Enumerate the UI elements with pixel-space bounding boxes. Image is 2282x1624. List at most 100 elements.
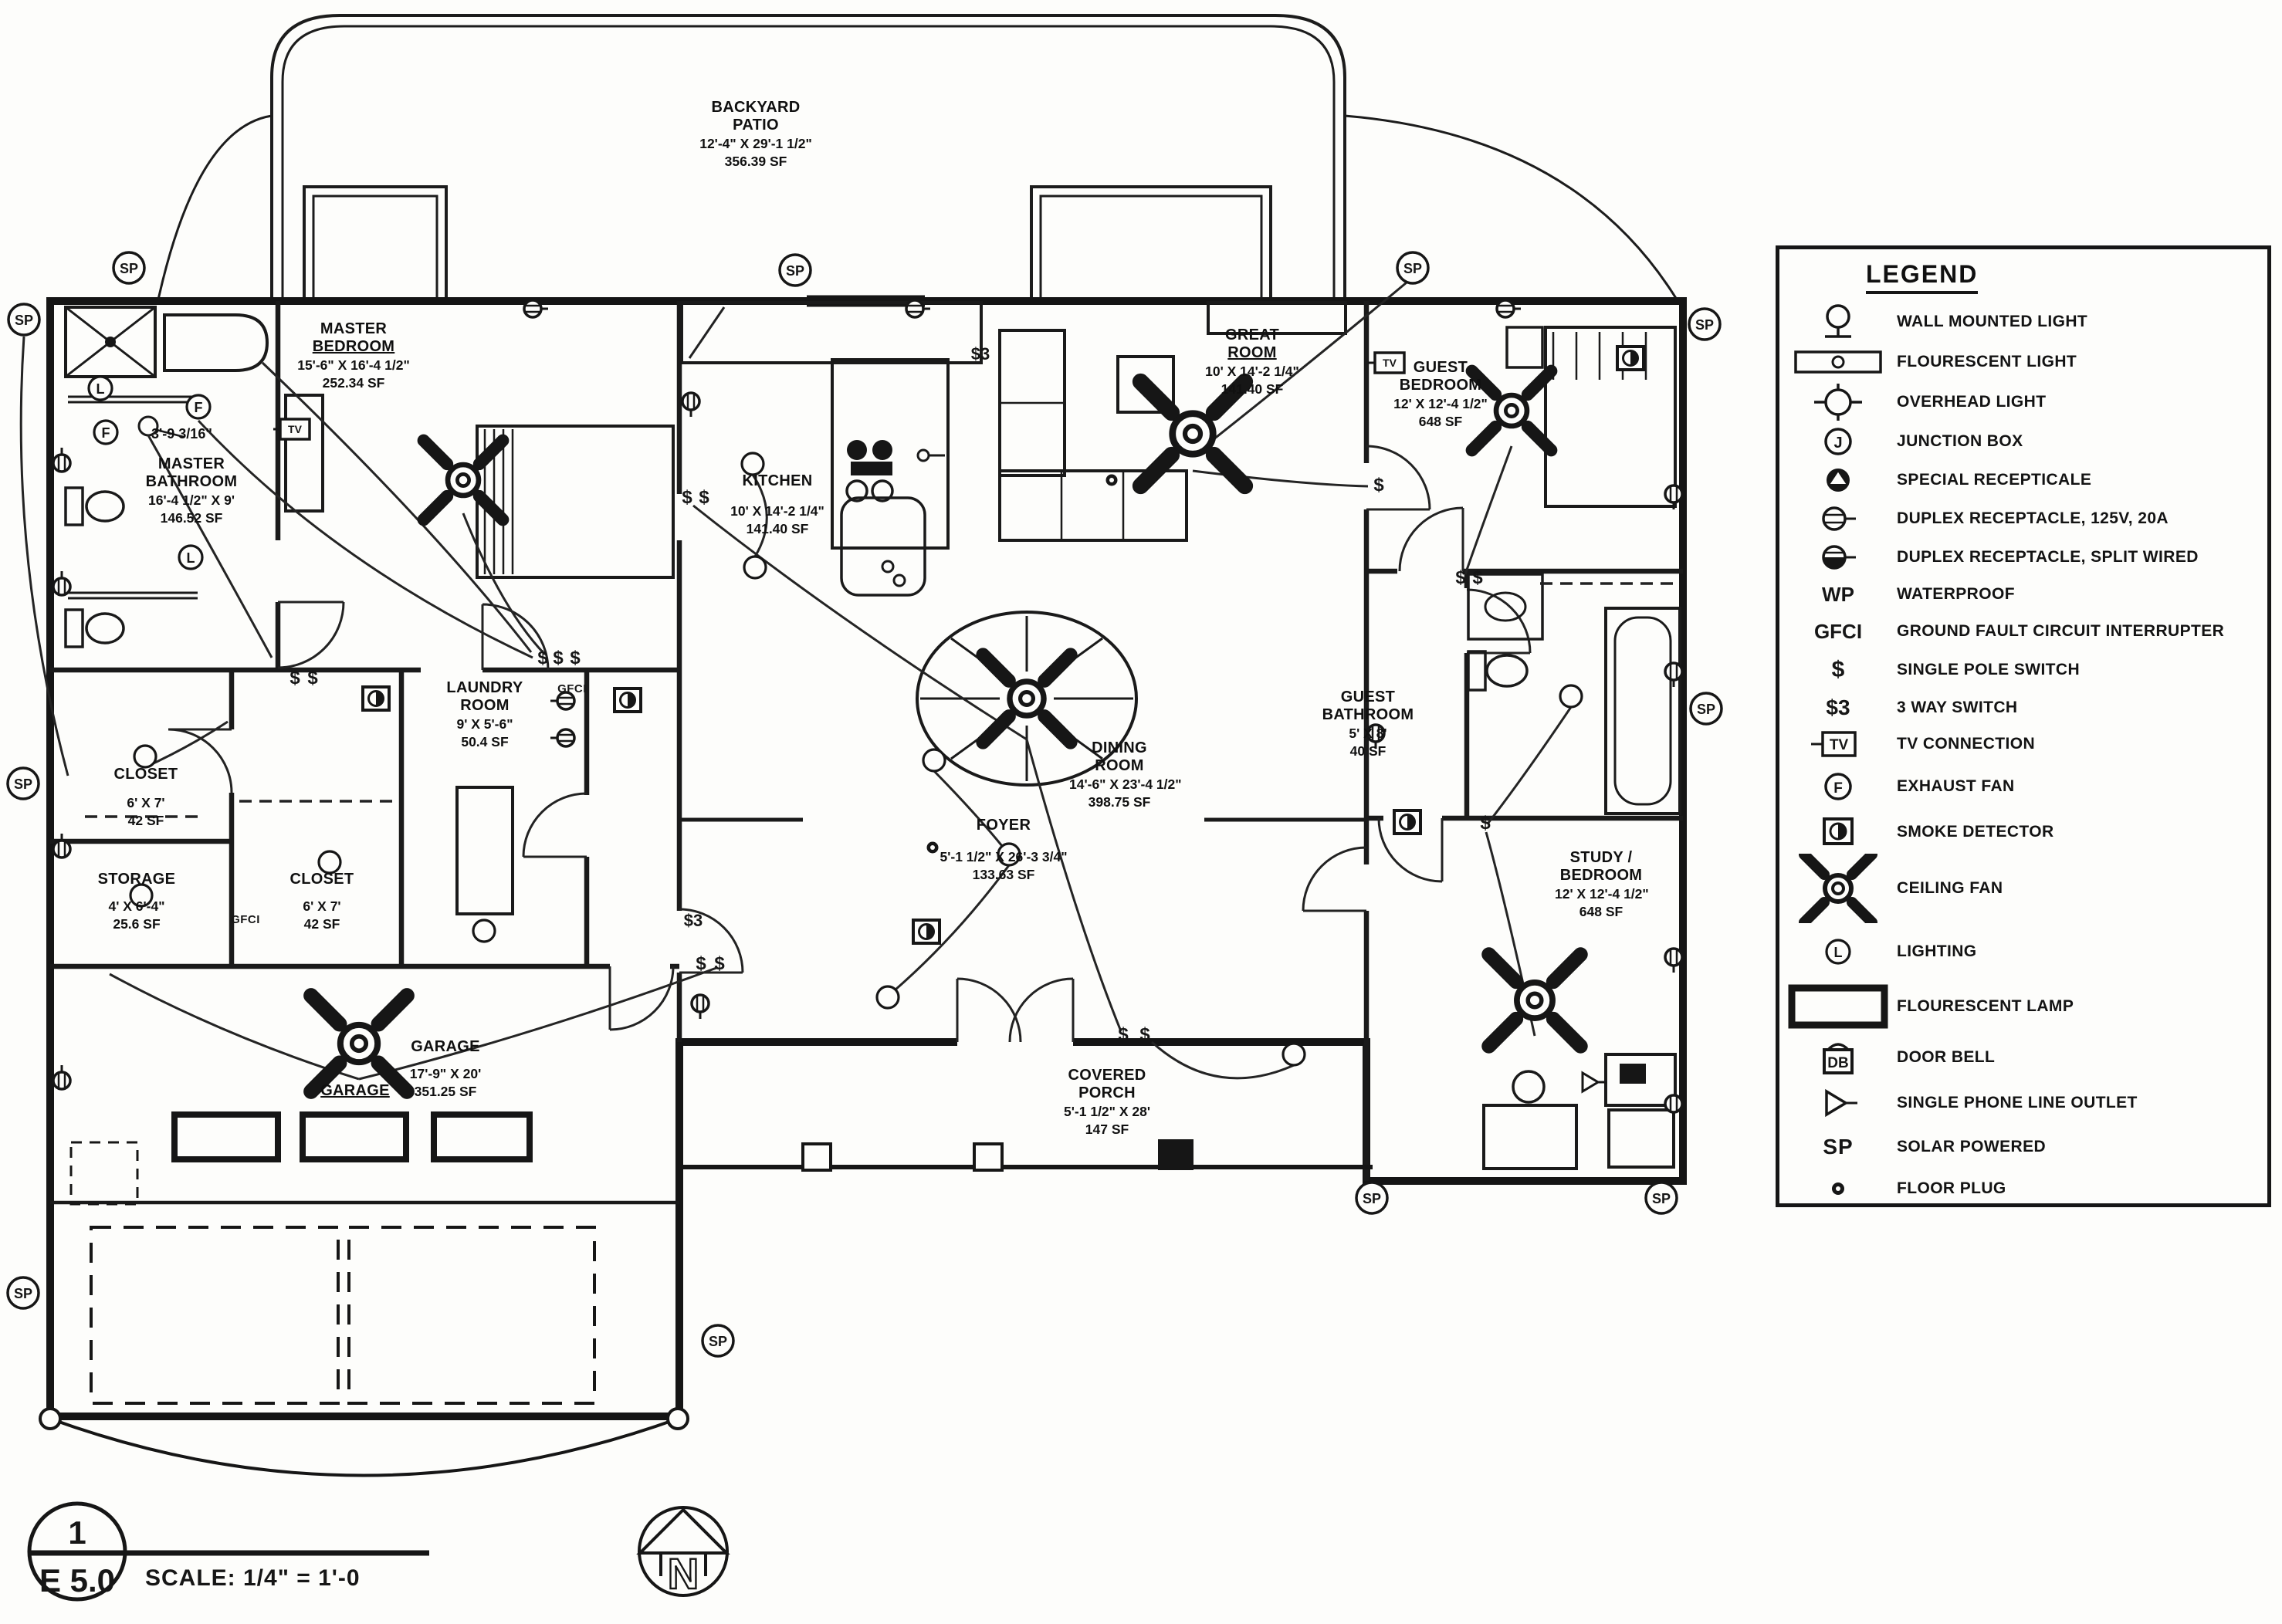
svg-text:F: F (195, 400, 203, 415)
sheet-title-block: 1 E 5.0 SCALE: 1/4" = 1'-0 (27, 1501, 429, 1602)
circuit-wiring (19, 281, 1573, 1081)
door-swings (168, 306, 1532, 1043)
legend-row: DB DOOR BELL (1779, 1034, 2267, 1081)
svg-text:$3: $3 (971, 344, 990, 364)
svg-text:$: $ (1373, 475, 1384, 496)
tv-connection-icon: TV (1779, 725, 1897, 763)
svg-text:$: $ (553, 648, 564, 668)
room-label-great-room: GREAT ROOM 10' X 14'-2 1/4" 141.40 SF (1205, 326, 1299, 397)
svg-text:SP: SP (1363, 1191, 1381, 1206)
north-letter: N (668, 1549, 699, 1598)
svg-text:$3: $3 (684, 911, 703, 930)
master-bath-dimension: 3'-9 3/16" (151, 426, 212, 442)
svg-text:$: $ (714, 953, 725, 974)
svg-text:$: $ (1480, 813, 1491, 834)
svg-text:GFCI: GFCI (231, 913, 260, 926)
switch-symbols: $ $ $ $ $ $ $ $ $ $ $ $ $ $ $ $3 $3 (289, 344, 1491, 1045)
ceiling-fan-icon (424, 441, 503, 520)
svg-text:SP: SP (1403, 261, 1422, 276)
legend-row: SPECIAL RECEPTICALE (1779, 461, 2267, 499)
legend-row: CEILING FAN (1779, 853, 2267, 924)
room-label-guest-bedroom: GUEST BEDROOM 12' X 12'-4 1/2" 648 SF (1393, 359, 1488, 429)
interior-walls (50, 301, 1683, 1205)
legend-row: SMOKE DETECTOR (1779, 811, 2267, 853)
lighting-icon: L (1779, 932, 1897, 971)
single-phone-line-outlet-icon (1779, 1084, 1897, 1122)
water-heater-pad (69, 1141, 139, 1206)
legend-row: DUPLEX RECEPTACLE, SPLIT WIRED (1779, 538, 2267, 577)
covered-porch-edge (679, 1139, 1373, 1172)
scale-label: SCALE: 1/4" = 1'-0 (145, 1565, 361, 1591)
parking-stall (90, 1226, 340, 1405)
room-label-closet-1: CLOSET 6' X 7' 42 SF (113, 766, 178, 828)
svg-text:$: $ (1139, 1024, 1150, 1045)
legend-row: $ SINGLE POLE SWITCH (1831, 657, 2081, 682)
detail-number: 1 (68, 1514, 86, 1551)
svg-text:F: F (1833, 780, 1843, 797)
sheet-number: E 5.0 (39, 1562, 115, 1599)
legend-row: FLOURESCENT LAMP (1779, 979, 2267, 1034)
svg-text:$: $ (307, 668, 318, 689)
legend-row: OVERHEAD LIGHT (1779, 382, 2267, 422)
svg-text:SP: SP (1695, 317, 1714, 333)
garage-driveway (39, 1111, 689, 1477)
svg-text:$: $ (1455, 567, 1466, 588)
gfci-labels: GFCI GFCI (231, 682, 586, 926)
svg-text:SP: SP (1697, 702, 1715, 717)
room-label-study-bedroom: STUDY / BEDROOM 12' X 12'-4 1/2" 648 SF (1555, 849, 1649, 919)
svg-text:$: $ (699, 487, 709, 508)
svg-text:L: L (96, 381, 105, 397)
legend-row: FLOOR PLUG (1779, 1169, 2267, 1208)
svg-text:L: L (187, 550, 195, 566)
gfci-text: GFCI (1813, 619, 1863, 643)
parking-stall (347, 1226, 596, 1405)
svg-text:$: $ (682, 487, 692, 508)
legend-row: L LIGHTING (1779, 924, 2267, 979)
fluorescent-light-icon (1779, 343, 1897, 381)
svg-text:TV: TV (1830, 737, 1849, 753)
master-bathroom-fixtures (64, 306, 269, 648)
room-label-kitchen: KITCHEN 10' X 14'-2 1/4" 141.40 SF (730, 472, 824, 536)
svg-text:DB: DB (1827, 1055, 1848, 1071)
master-bedroom-furniture (284, 394, 675, 579)
svg-text:F: F (102, 425, 110, 441)
legend-panel: LEGEND WALL MOUNTED LIGHT FLOURESCENT LI… (1776, 245, 2271, 1207)
legend-row: $3 3 WAY SWITCH (1826, 695, 2018, 719)
room-label-dining-room: DINING ROOM 14'-6" X 23'-4 1/2" 398.75 S… (1069, 739, 1182, 810)
svg-text:SP: SP (120, 261, 138, 276)
exhaust-fan-symbols: F F (93, 394, 212, 445)
svg-text:TV: TV (1383, 357, 1397, 369)
room-label-backyard-patio: BACKYARD PATIO 12'-4" X 29'-1 1/2" 356.3… (699, 99, 812, 169)
legend-row: WALL MOUNTED LIGHT (1779, 302, 2267, 342)
room-label-closet-2: CLOSET 6' X 7' 42 SF (289, 871, 354, 932)
door-bell-icon: DB (1779, 1036, 1897, 1079)
svg-text:SP: SP (14, 1286, 32, 1301)
svg-text:$: $ (1472, 567, 1483, 588)
svg-text:L: L (1834, 945, 1843, 960)
backyard-patio-outline (157, 14, 1678, 301)
single-pole-switch-text: $ (1831, 657, 1845, 682)
legend-title: LEGEND (1866, 260, 1979, 294)
overhead-light-icon (1779, 383, 1897, 421)
floor-plug-icon (1779, 1169, 1897, 1208)
svg-text:SP: SP (15, 313, 33, 328)
legend-row: WP WATERPROOF (1822, 582, 2015, 606)
solar-powered-symbols: SP SP SP SP SP SP SP SP SP SP SP (6, 251, 1723, 1358)
svg-text:SP: SP (1652, 1191, 1671, 1206)
special-receptacle-icon (1779, 461, 1897, 499)
room-label-laundry-room: LAUNDRY ROOM 9' X 5'-6" 50.4 SF (446, 679, 523, 749)
laundry-fixtures (455, 786, 514, 915)
fluorescent-lamp-icon (1779, 981, 1897, 1032)
wall-mounted-light-icon (1779, 303, 1897, 341)
svg-text:$: $ (1118, 1024, 1129, 1045)
svg-text:SP: SP (786, 263, 804, 279)
legend-row: TV TV CONNECTION (1779, 726, 2267, 762)
svg-text:$: $ (696, 953, 706, 974)
study-bedroom-furniture (1482, 1053, 1677, 1170)
ceiling-fan-icon (1779, 854, 1897, 923)
guest-bedroom-furniture (1505, 326, 1677, 508)
phone-outlet (1581, 1071, 1609, 1093)
north-arrow: N (636, 1506, 730, 1599)
legend-row: SP SOLAR POWERED (1823, 1135, 2047, 1159)
